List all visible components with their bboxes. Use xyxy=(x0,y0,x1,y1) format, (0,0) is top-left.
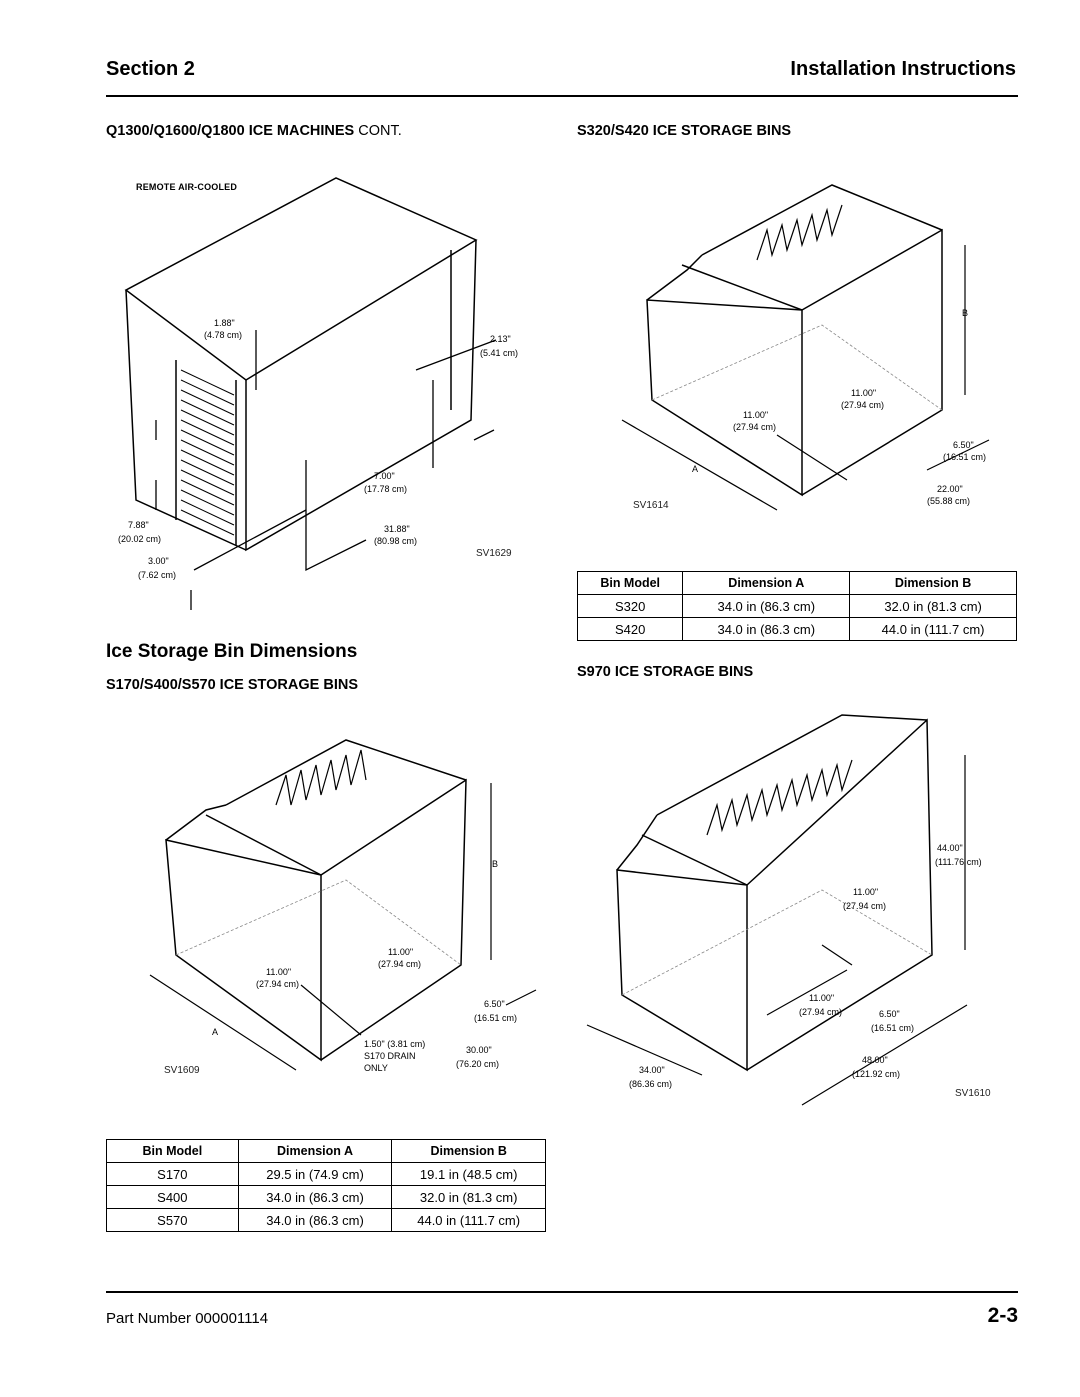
table-row: S400 34.0 in (86.3 cm) 32.0 in (81.3 cm) xyxy=(106,1185,546,1209)
ice-bin-dimensions-heading: Ice Storage Bin Dimensions xyxy=(106,641,358,662)
s970-dim-44-00: 44.00" xyxy=(937,843,963,853)
dim-1-88: 1.88" xyxy=(214,318,235,328)
s170-dim-11-a: 11.00" xyxy=(388,947,413,957)
figure-label-remote-air-cooled: REMOTE AIR-COOLED xyxy=(136,182,238,192)
figure-id-sv1610: SV1610 xyxy=(955,1088,991,1099)
s970-dim-11-a-cm: (27.94 cm) xyxy=(843,901,886,911)
dim-2-13-cm: (5.41 cm) xyxy=(480,348,518,358)
s170-heading: S170/S400/S570 ICE STORAGE BINS xyxy=(106,677,358,693)
cell-dim-a: 29.5 in (74.9 cm) xyxy=(237,1162,393,1186)
footer-divider xyxy=(106,1291,1018,1293)
table-header-row: Bin Model Dimension A Dimension B xyxy=(106,1139,546,1163)
cell-dim-b: 32.0 in (81.3 cm) xyxy=(849,594,1017,618)
cell-model: S420 xyxy=(576,617,684,641)
s170-dim-30-00: 30.00" xyxy=(466,1045,492,1055)
s320-dim-11-b-cm: (27.94 cm) xyxy=(733,422,776,432)
col-dimension-a: Dimension A xyxy=(237,1139,393,1163)
dim-7-00: 7.00" xyxy=(374,471,395,481)
part-number: Part Number 000001114 xyxy=(106,1310,269,1327)
dim-7-00-cm: (17.78 cm) xyxy=(364,484,407,494)
s170-dim-only: ONLY xyxy=(364,1063,388,1073)
s170-dim-6-50-cm: (16.51 cm) xyxy=(474,1013,517,1023)
figure-id-sv1629: SV1629 xyxy=(476,548,512,559)
header-divider xyxy=(106,95,1018,97)
s170-dim-11-a-cm: (27.94 cm) xyxy=(378,959,421,969)
dim-3-00: 3.00" xyxy=(148,556,169,566)
table-row: S570 34.0 in (86.3 cm) 44.0 in (111.7 cm… xyxy=(106,1208,546,1232)
cell-dim-a: 34.0 in (86.3 cm) xyxy=(237,1208,393,1232)
col-dimension-a: Dimension A xyxy=(682,571,851,595)
s320-dim-6-50-cm: (16.51 cm) xyxy=(943,452,986,462)
table-row: S420 34.0 in (86.3 cm) 44.0 in (111.7 cm… xyxy=(576,617,1017,641)
s320-dim-6-50: 6.50" xyxy=(953,440,974,450)
s320-dimension-table: Bin Model Dimension A Dimension B S320 3… xyxy=(576,571,1017,641)
s970-dim-48-00: 48.00" xyxy=(862,1055,888,1065)
page-number: 2-3 xyxy=(987,1304,1018,1327)
s970-dim-6-50-cm: (16.51 cm) xyxy=(871,1023,914,1033)
section-label: Section 2 xyxy=(106,58,195,80)
s320-dim-22-00: 22.00" xyxy=(937,484,963,494)
s170-dim-11-b: 11.00" xyxy=(266,967,291,977)
s170-dim-30-00-cm: (76.20 cm) xyxy=(456,1059,499,1069)
cell-dim-b: 44.0 in (111.7 cm) xyxy=(391,1208,546,1232)
s170-dim-6-50: 6.50" xyxy=(484,999,505,1009)
dim-7-88: 7.88" xyxy=(128,520,149,530)
cell-dim-b: 44.0 in (111.7 cm) xyxy=(849,617,1017,641)
col-bin-model: Bin Model xyxy=(576,571,684,595)
s170-dim-a: A xyxy=(212,1027,218,1037)
s970-dim-48-00-cm: (121.92 cm) xyxy=(852,1069,900,1079)
s970-bin-diagram: 44.00" (111.76 cm) 11.00" (27.94 cm) 11.… xyxy=(586,714,991,1106)
table-row: S170 29.5 in (74.9 cm) 19.1 in (48.5 cm) xyxy=(106,1162,546,1186)
figure-id-sv1609: SV1609 xyxy=(164,1065,200,1076)
ice-machine-diagram: 1.88" (4.78 cm) 2.13" (5.41 cm) 7.00" (1… xyxy=(118,177,518,610)
cell-dim-b: 32.0 in (81.3 cm) xyxy=(391,1185,546,1209)
s970-heading: S970 ICE STORAGE BINS xyxy=(577,664,754,680)
s320-heading: S320/S420 ICE STORAGE BINS xyxy=(577,123,792,139)
s320-dim-b: B xyxy=(962,308,968,318)
s320-dim-22-00-cm: (55.88 cm) xyxy=(927,496,970,506)
dim-3-00-cm: (7.62 cm) xyxy=(138,570,176,580)
table-header-row: Bin Model Dimension A Dimension B xyxy=(576,571,1017,595)
col-dimension-b: Dimension B xyxy=(391,1139,546,1163)
s970-dim-11-b-cm: (27.94 cm) xyxy=(799,1007,842,1017)
cell-model: S400 xyxy=(106,1185,239,1209)
s970-dim-34-00: 34.00" xyxy=(639,1065,665,1075)
s320-dim-a: A xyxy=(692,464,698,474)
ice-machines-heading-cont: CONT. xyxy=(358,123,402,139)
dim-31-88-cm: (80.98 cm) xyxy=(374,536,417,546)
ice-machines-heading: Q1300/Q1600/Q1800 ICE MACHINES CONT. xyxy=(106,123,402,139)
col-bin-model: Bin Model xyxy=(106,1139,239,1163)
s320-dim-11-a: 11.00" xyxy=(851,388,876,398)
figure-id-sv1614: SV1614 xyxy=(633,500,669,511)
page-title: Installation Instructions xyxy=(790,58,1016,80)
s320-dim-11-b: 11.00" xyxy=(743,410,768,420)
s970-dim-6-50: 6.50" xyxy=(879,1009,900,1019)
s170-dim-b: B xyxy=(492,859,498,869)
dim-7-88-cm: (20.02 cm) xyxy=(118,534,161,544)
cell-model: S570 xyxy=(106,1208,239,1232)
s170-dim-drain: S170 DRAIN xyxy=(364,1051,416,1061)
s970-dim-11-b: 11.00" xyxy=(809,993,834,1003)
cell-dim-a: 34.0 in (86.3 cm) xyxy=(682,617,851,641)
s170-dimension-table: Bin Model Dimension A Dimension B S170 2… xyxy=(106,1139,546,1232)
s320-bin-diagram: B A 11.00" (27.94 cm) 11.00" (27.94 cm) … xyxy=(621,184,990,511)
cell-dim-b: 19.1 in (48.5 cm) xyxy=(391,1162,546,1186)
cell-dim-a: 34.0 in (86.3 cm) xyxy=(682,594,851,618)
s970-dim-44-00-cm: (111.76 cm) xyxy=(935,857,982,867)
s320-dim-11-a-cm: (27.94 cm) xyxy=(841,400,884,410)
s970-dim-11-a: 11.00" xyxy=(853,887,878,897)
cell-model: S170 xyxy=(106,1162,239,1186)
table-row: S320 34.0 in (86.3 cm) 32.0 in (81.3 cm) xyxy=(576,594,1017,618)
cell-dim-a: 34.0 in (86.3 cm) xyxy=(237,1185,393,1209)
ice-machines-heading-text: Q1300/Q1600/Q1800 ICE MACHINES xyxy=(106,123,355,139)
s170-bin-diagram: B A 11.00" (27.94 cm) 11.00" (27.94 cm) … xyxy=(149,739,537,1076)
dim-2-13: 2.13" xyxy=(490,334,511,344)
dim-1-88-cm: (4.78 cm) xyxy=(204,330,242,340)
dim-31-88: 31.88" xyxy=(384,524,410,534)
col-dimension-b: Dimension B xyxy=(849,571,1017,595)
s170-dim-11-b-cm: (27.94 cm) xyxy=(256,979,299,989)
cell-model: S320 xyxy=(576,594,684,618)
s970-dim-34-00-cm: (86.36 cm) xyxy=(629,1079,672,1089)
s170-dim-1-50: 1.50" (3.81 cm) xyxy=(364,1039,425,1049)
